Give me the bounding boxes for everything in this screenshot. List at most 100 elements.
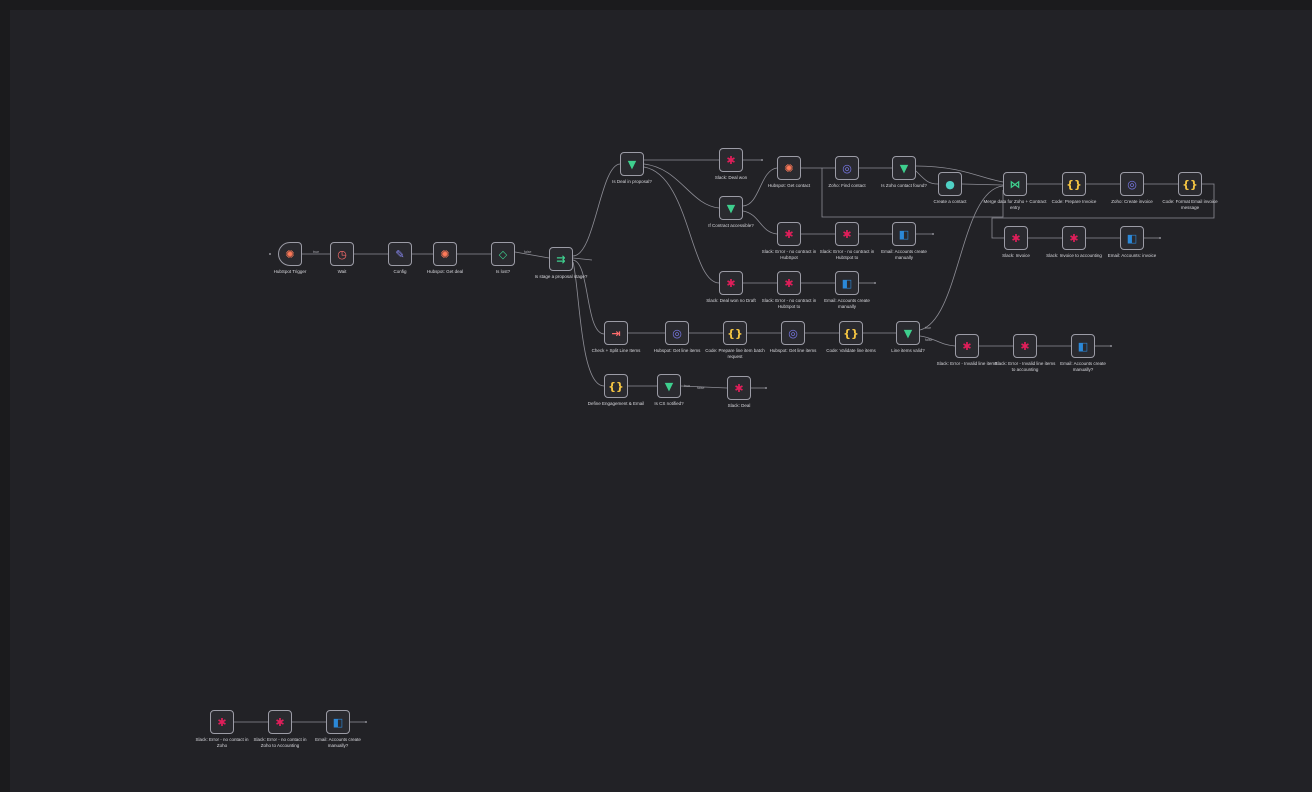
email-accounts-4-node[interactable]: ◧ <box>326 710 350 734</box>
node-label: HubSpot Trigger <box>273 269 307 274</box>
workflow-canvas[interactable] <box>10 10 1312 792</box>
merge-data-node[interactable]: ⋈ <box>1003 172 1027 196</box>
connection <box>961 183 1004 186</box>
node-label: Slack: Deal won <box>714 175 748 180</box>
node-label: Slack: Deal won no Draft <box>706 298 756 303</box>
slack-error-invalid-2-icon: ✱ <box>1020 339 1030 353</box>
slack-deal-lost-node[interactable]: ✱ <box>719 271 743 295</box>
zoho-find-contact-node[interactable]: ◎ <box>835 156 859 180</box>
line-items-valid-icon: ▼ <box>903 326 913 340</box>
node-label: Is stage a proposal stage? <box>534 274 588 279</box>
merge-data-icon: ⋈ <box>1009 177 1021 191</box>
slack-deal-node[interactable]: ✱ <box>727 376 751 400</box>
edge-label: false <box>697 386 705 390</box>
email-accounts-invoice-node[interactable]: ◧ <box>1120 226 1144 250</box>
edge-label: true <box>313 250 320 254</box>
email-accounts-2-icon: ◧ <box>841 276 853 290</box>
is-lost-node[interactable]: ◇ <box>491 242 515 266</box>
create-contact-node[interactable]: ● <box>938 172 962 196</box>
connection <box>742 167 778 207</box>
slack-error-hubspot-2-node[interactable]: ✱ <box>835 222 859 246</box>
hubspot-get-line-node[interactable]: ◎ <box>665 321 689 345</box>
hubspot-trigger-node[interactable]: ✺ <box>278 242 302 266</box>
slack-deal-icon: ✱ <box>734 381 744 395</box>
is-deal-proposal-icon: ▼ <box>627 157 637 171</box>
connection <box>919 335 956 347</box>
node-label: Hubspot: Get contact <box>767 183 811 188</box>
hubspot-trigger-icon: ✺ <box>285 247 295 261</box>
slack-error-invalid-icon: ✱ <box>962 339 972 353</box>
email-accounts-1-node[interactable]: ◧ <box>892 222 916 246</box>
connection <box>680 385 728 389</box>
line-items-valid-node[interactable]: ▼ <box>896 321 920 345</box>
node-label: Define Engagement & Email <box>587 401 645 406</box>
stage-switch-node[interactable]: ⇉ <box>549 247 573 271</box>
hubspot-get-deal-node[interactable]: ✺ <box>433 242 457 266</box>
zoho-create-invoice-node[interactable]: ◎ <box>1120 172 1144 196</box>
slack-deal-won-node[interactable]: ✱ <box>719 148 743 172</box>
zoho-create-invoice-icon: ◎ <box>1127 177 1137 191</box>
node-label: Slack: Invoice <box>1002 253 1030 258</box>
zoho-find-contact-icon: ◎ <box>842 161 852 175</box>
config-icon: ✎ <box>395 247 405 261</box>
connection <box>991 183 1215 239</box>
check-split-line-icon: ⇥ <box>611 326 621 340</box>
if-contract-accessible-node[interactable]: ▼ <box>719 196 743 220</box>
slack-error-invalid-node[interactable]: ✱ <box>955 334 979 358</box>
code-format-email-icon: {} <box>1182 177 1198 191</box>
config-node[interactable]: ✎ <box>388 242 412 266</box>
slack-invoice-accounting-node[interactable]: ✱ <box>1062 226 1086 250</box>
wait-node[interactable]: ◷ <box>330 242 354 266</box>
slack-invoice-accounting-icon: ✱ <box>1069 231 1079 245</box>
node-label: Slack: Invoice to accounting <box>1046 253 1102 258</box>
connection-endpoint <box>269 253 271 255</box>
is-zoho-contact-found-node[interactable]: ▼ <box>892 156 916 180</box>
code-prepare-line-icon: {} <box>727 326 743 340</box>
hubspot-get-contact-node[interactable]: ✺ <box>777 156 801 180</box>
edge-label: true <box>925 326 932 330</box>
code-format-email-node[interactable]: {} <box>1178 172 1202 196</box>
node-label: Zoho: Create invoice <box>1111 199 1153 204</box>
node-label: Slack: Error - no contact in Zoho to Acc… <box>253 737 307 748</box>
email-accounts-3-node[interactable]: ◧ <box>1071 334 1095 358</box>
slack-deal-won-icon: ✱ <box>726 153 736 167</box>
node-label: Config <box>393 269 407 274</box>
connection <box>572 163 621 257</box>
is-cs-notified-node[interactable]: ▼ <box>657 374 681 398</box>
slack-invoice-node[interactable]: ✱ <box>1004 226 1028 250</box>
edge-label: true <box>684 384 691 388</box>
is-cs-notified-icon: ▼ <box>664 379 674 393</box>
slack-error-zoho-2-node[interactable]: ✱ <box>268 710 292 734</box>
code-validate-line-node[interactable]: {} <box>839 321 863 345</box>
code-prepare-line-node[interactable]: {} <box>723 321 747 345</box>
connection <box>915 165 1004 183</box>
slack-error-zoho-node[interactable]: ✱ <box>210 710 234 734</box>
node-label: Slack: Error - no contract in HubSpot <box>761 249 817 260</box>
hubspot-get-line-2-node[interactable]: ◎ <box>781 321 805 345</box>
slack-error-hubspot-node[interactable]: ✱ <box>777 222 801 246</box>
node-label: Hubspot: Get line items <box>769 348 817 353</box>
slack-error-hubspot-3-node[interactable]: ✱ <box>777 271 801 295</box>
edge-label: false <box>524 250 532 254</box>
hubspot-get-contact-icon: ✺ <box>784 161 794 175</box>
node-label: Zoho: Find contact <box>828 183 866 188</box>
node-label: Line items valid? <box>891 348 925 353</box>
slack-error-hubspot-2-icon: ✱ <box>842 227 852 241</box>
slack-error-zoho-icon: ✱ <box>217 715 227 729</box>
code-prepare-invoice-node[interactable]: {} <box>1062 172 1086 196</box>
email-accounts-2-node[interactable]: ◧ <box>835 271 859 295</box>
node-label: Hubspot: Get line items <box>653 348 701 353</box>
is-deal-proposal-node[interactable]: ▼ <box>620 152 644 176</box>
define-engagement-node[interactable]: {} <box>604 374 628 398</box>
node-label: Code: Prepare Invoice <box>1051 199 1097 204</box>
slack-error-hubspot-icon: ✱ <box>784 227 794 241</box>
check-split-line-node[interactable]: ⇥ <box>604 321 628 345</box>
wait-icon: ◷ <box>337 247 347 261</box>
node-label: Wait <box>337 269 347 274</box>
connection <box>643 166 720 284</box>
email-accounts-3-icon: ◧ <box>1077 339 1089 353</box>
connection-endpoint <box>365 721 367 723</box>
slack-error-invalid-2-node[interactable]: ✱ <box>1013 334 1037 358</box>
node-label: Email: Accounts create manually <box>881 249 927 260</box>
